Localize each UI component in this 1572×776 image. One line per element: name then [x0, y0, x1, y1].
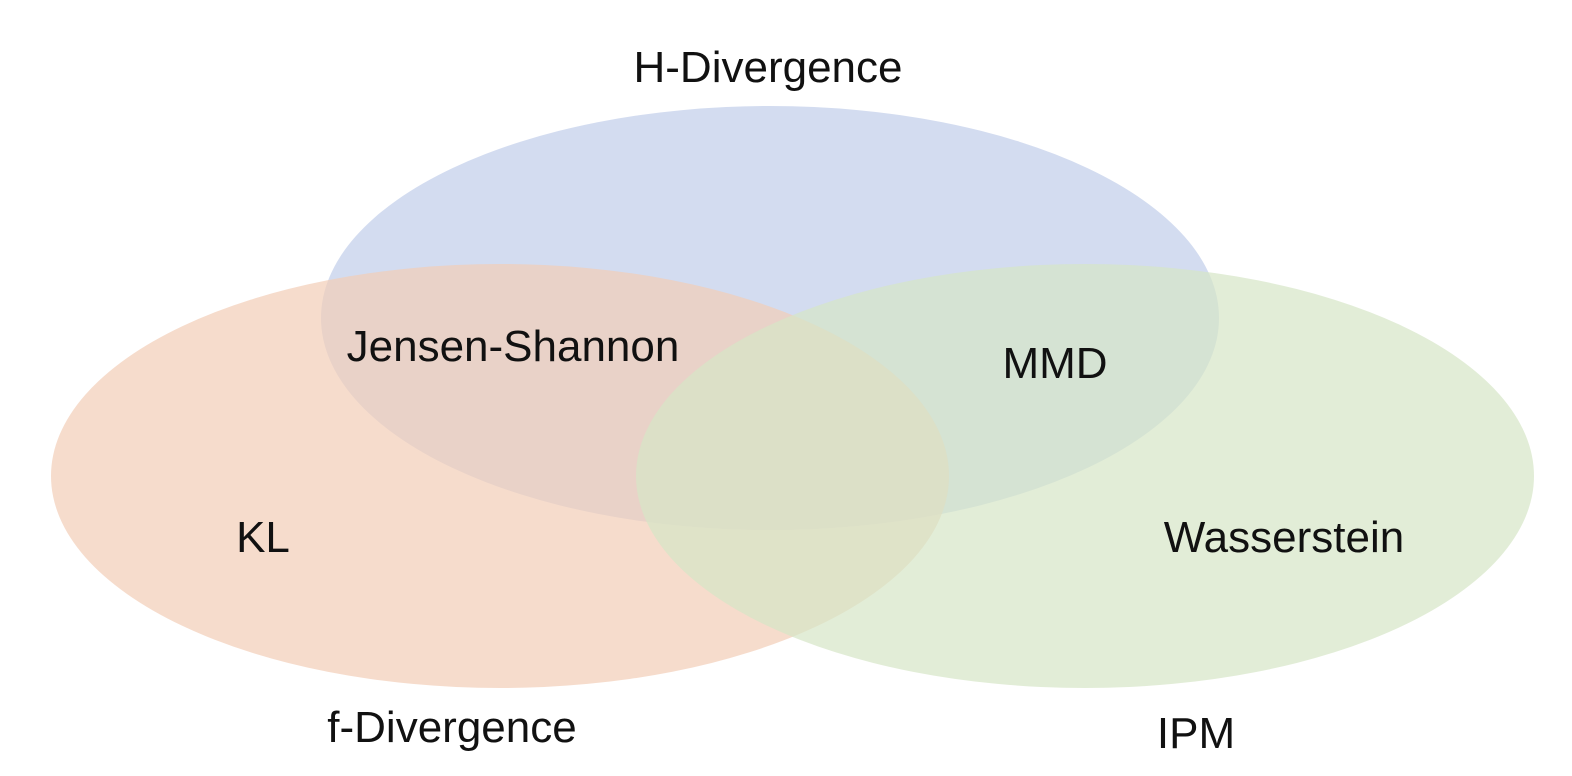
h-divergence-label: H-Divergence: [634, 43, 903, 92]
wasserstein-label: Wasserstein: [1164, 513, 1404, 562]
jensen-shannon-label: Jensen-Shannon: [347, 322, 680, 371]
kl-label: KL: [236, 513, 290, 562]
mmd-label: MMD: [1002, 339, 1107, 388]
f-divergence-label: f-Divergence: [327, 703, 576, 752]
ipm-ellipse: [636, 264, 1534, 688]
ipm-label: IPM: [1157, 709, 1235, 758]
